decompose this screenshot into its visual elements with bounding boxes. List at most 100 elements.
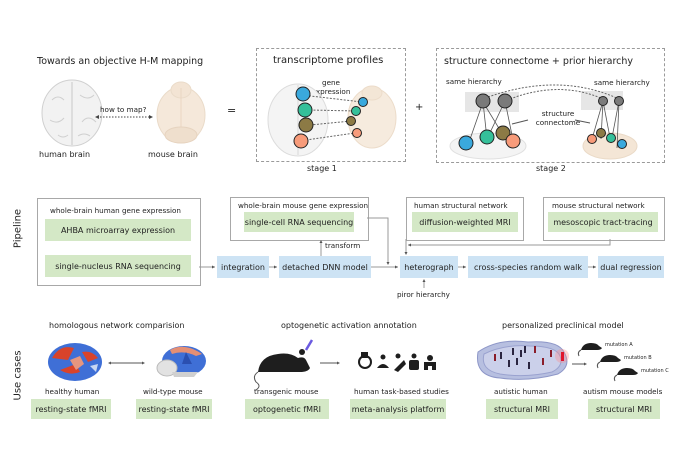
gene-label-line1: gene — [322, 78, 340, 87]
human-gene-node-1 — [295, 86, 311, 102]
dwi-mri-box: diffusion-weighted MRI — [412, 212, 518, 232]
model-arrow — [572, 362, 587, 366]
gene-label-line2: expression — [311, 87, 351, 96]
transgenic-mouse-label: transgenic mouse — [254, 387, 319, 396]
structure-label-line2: connectome — [535, 118, 581, 127]
mouse-mutation-c — [617, 368, 638, 375]
mouse-brain-network-map — [156, 346, 206, 377]
snrna-seq-box: single-nucleus RNA sequencing — [45, 255, 191, 277]
autistic-human-label: autistic human — [494, 387, 548, 396]
stress-icon — [424, 355, 436, 370]
how-to-map-label: how to map? — [100, 105, 147, 114]
equals-sign: = — [227, 104, 237, 117]
human-brain-network-map — [48, 343, 102, 381]
human-brain-label: human brain — [39, 150, 91, 159]
stage1-caption: stage 1 — [307, 164, 337, 173]
how-to-map-arrow — [95, 115, 153, 119]
stage2-title: structure connectome + prior hierarchy — [444, 56, 634, 67]
structural-mri-human: structural MRI — [486, 399, 558, 419]
main-title: Towards an objective H-M mapping — [37, 56, 204, 67]
stage2-caption: stage 2 — [536, 164, 566, 173]
connectome-node-human-2 — [479, 129, 495, 145]
compare-arrow — [108, 361, 145, 365]
wild-type-mouse-label: wild-type mouse — [143, 387, 203, 396]
resting-state-fmri-human: resting-state fMRI — [31, 399, 111, 419]
human-expression-title: whole-brain human gene expression — [50, 206, 181, 215]
mutation-mice — [581, 343, 638, 375]
meditation-icon — [377, 354, 389, 368]
connectome-node-mouse-4 — [617, 139, 627, 149]
use-case-3-title: personalized preclinical model — [502, 321, 624, 330]
plus-sign: + — [415, 102, 424, 113]
mutation-c-label: mutation C — [641, 368, 669, 374]
stage1-box — [256, 48, 406, 162]
healthy-human-label: healthy human — [45, 387, 100, 396]
tract-tracing-box: mesoscopic tract-tracing — [548, 212, 658, 232]
step-detached-dnn: detached DNN model — [279, 256, 371, 278]
transform-label: transform — [325, 241, 361, 250]
step-dual-regression: dual regression — [598, 256, 664, 278]
same-hierarchy-left: same hierarchy — [446, 77, 502, 86]
hierarchy-node-mouse-1 — [598, 96, 608, 106]
meta-analysis-box: meta-analysis platform — [350, 399, 446, 419]
structure-connectome-label: structure connectome — [528, 109, 588, 127]
hierarchy-node-mouse-2 — [614, 96, 624, 106]
stage2-box — [436, 48, 665, 163]
mutation-b-label: mutation B — [624, 355, 652, 361]
human-structural-title: human structural network — [414, 201, 508, 210]
mouse-expression-title: whole-brain mouse gene expression — [238, 201, 369, 210]
mouse-brain-label: mouse brain — [148, 150, 198, 159]
gene-expression-label: gene expression — [307, 78, 355, 96]
mouse-mutation-a — [581, 343, 602, 350]
activation-arrow — [320, 361, 340, 365]
connectome-node-human-3 — [495, 125, 511, 141]
resting-state-fmri-mouse: resting-state fMRI — [136, 399, 212, 419]
use-case-1-title: homologous network comparision — [49, 321, 185, 330]
step-heterograph: heterograph — [400, 256, 458, 278]
task-study-icons — [358, 352, 436, 372]
person-icon — [409, 353, 419, 370]
mouse-gene-node-2 — [351, 106, 361, 116]
hierarchy-node-human-2 — [497, 93, 513, 109]
prior-hierarchy-label: piror hierarchy — [397, 290, 450, 299]
human-gene-node-2 — [297, 102, 313, 118]
autistic-population-map — [476, 340, 569, 380]
use-case-2-title: optogenetic activation annotation — [281, 321, 417, 330]
relax-icon — [394, 353, 406, 372]
connectome-node-mouse-2 — [596, 128, 606, 138]
mouse-gene-node-1 — [358, 97, 368, 107]
optogenetic-fmri-box: optogenetic fMRI — [245, 399, 329, 419]
connectome-node-mouse-3 — [606, 133, 616, 143]
mutation-a-label: mutation A — [605, 342, 633, 348]
structure-label-line1: structure — [541, 109, 575, 118]
ahba-microarray-box: AHBA microarray expression — [45, 219, 191, 241]
connectome-node-human-1 — [458, 135, 474, 151]
hierarchy-node-human-1 — [475, 93, 491, 109]
mouse-brain-image — [156, 81, 206, 144]
autism-mouse-models-label: autism mouse models — [583, 387, 663, 396]
step-integration: integration — [217, 256, 269, 278]
same-hierarchy-right: same hierarchy — [594, 78, 650, 87]
human-task-studies-label: human task-based studies — [354, 387, 449, 396]
human-gene-node-4 — [293, 133, 309, 149]
mouse-gene-node-3 — [346, 116, 356, 126]
transgenic-mouse-icon — [253, 339, 314, 391]
structural-mri-mouse: structural MRI — [588, 399, 660, 419]
mouse-structural-title: mouse structural network — [552, 201, 645, 210]
cognition-icon — [358, 352, 372, 369]
scrna-seq-box: single-cell RNA sequencing — [244, 212, 354, 232]
connectome-node-human-4 — [505, 133, 521, 149]
human-gene-node-3 — [298, 117, 314, 133]
connectome-node-mouse-1 — [587, 134, 597, 144]
mouse-gene-node-4 — [352, 128, 362, 138]
human-brain-image — [41, 79, 103, 147]
mouse-mutation-b — [600, 355, 621, 362]
stage1-title: transcriptome profiles — [273, 55, 384, 66]
